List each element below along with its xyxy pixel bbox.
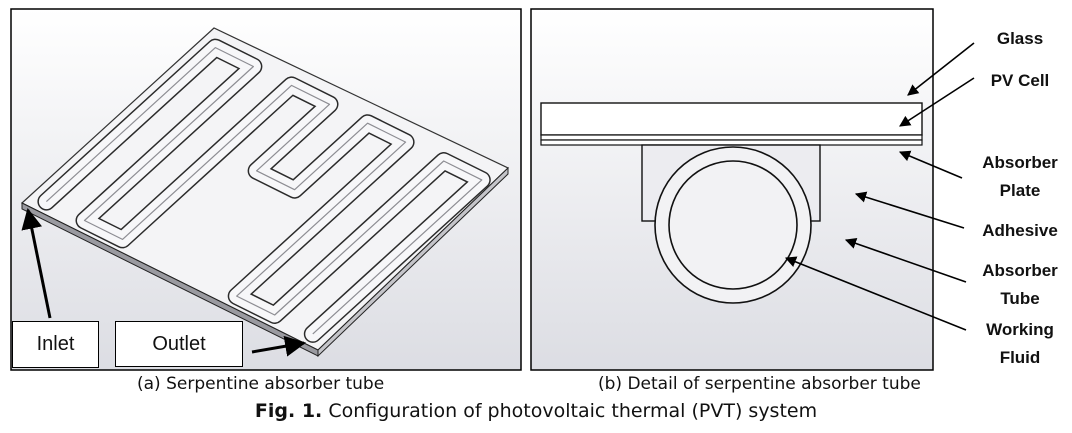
pv-cell-layer [540,134,923,141]
inlet-label: Inlet [36,333,75,355]
caption-panel-b: (b) Detail of serpentine absorber tube [598,374,921,394]
outlet-label: Outlet [152,332,206,355]
tube-centerline [45,47,483,335]
figure-title: Fig. 1. Configuration of photovoltaic th… [0,400,1072,422]
figure-number: Fig. 1. [254,400,323,422]
label-absorber-tube: Absorber Tube [982,261,1058,308]
label-absorber-plate: Absorber Plate [982,153,1058,200]
outlet-arrow [251,335,307,357]
glass-arrow [907,42,975,96]
layer-stack [540,102,923,146]
serpentine-tubes [37,38,491,343]
label-working-fluid: Working Fluid [986,320,1054,367]
absorber-plate-layer [540,139,923,146]
working-fluid-arrow [784,256,967,331]
working-fluid-inner [668,160,798,290]
absorber-plate-arrow [898,150,963,179]
adhesive-arrow [854,191,965,229]
inlet-arrow [21,207,52,319]
figure-title-text: Configuration of photovoltaic thermal (P… [328,400,818,422]
pv-cell-arrow [899,77,975,127]
absorber-tube-arrow [844,238,967,283]
outlet-label-box: Outlet [115,321,243,367]
label-glass: Glass [996,29,1044,48]
glass-layer [540,102,923,136]
label-adhesive: Adhesive [982,221,1058,240]
label-pv-cell: PV Cell [990,71,1050,90]
caption-panel-a: (a) Serpentine absorber tube [137,374,385,394]
inlet-label-box: Inlet [12,321,99,368]
